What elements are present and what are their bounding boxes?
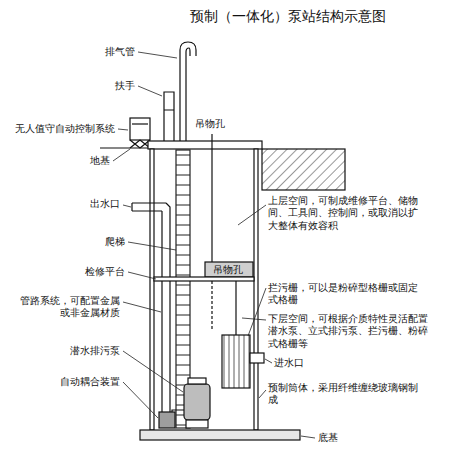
leader-line (128, 272, 156, 279)
note-label: 管路系统，可配置金属或非金属材质 (15, 295, 120, 320)
leader-line (301, 436, 315, 438)
leader-line (238, 205, 266, 225)
leader-line (259, 390, 266, 398)
ground-line (100, 147, 150, 148)
leader-line (138, 86, 162, 96)
part-label: 潜水排污泵 (55, 345, 120, 357)
control-cabinet (130, 118, 150, 140)
tank-wall (150, 149, 154, 430)
leader-line (118, 129, 128, 130)
part-label: 吊物孔 (213, 264, 251, 276)
leader-line (128, 242, 176, 250)
lifting-rod (211, 134, 212, 262)
tank-wall (254, 149, 258, 430)
earth-block (262, 149, 345, 190)
leader-line (113, 149, 130, 161)
part-label: 进水口 (274, 357, 324, 369)
auto-coupling (159, 412, 175, 428)
handrail (164, 92, 174, 141)
outlet-pipe (131, 203, 132, 211)
lifting-chain (211, 281, 212, 330)
part-label: 无人值守自动控制系统 (10, 123, 115, 135)
outlet-pipe (132, 203, 170, 412)
leader-line (123, 382, 158, 418)
part-label: 自动耦合装置 (45, 376, 120, 388)
pump-handle (188, 378, 206, 384)
part-label: 排气管 (95, 46, 135, 58)
note-label: 拦污栅，可以是粉碎型格栅或固定式格栅 (268, 282, 418, 307)
note-label: 预制筒体，采用纤维缠绕玻璃钢制成 (268, 382, 423, 407)
part-label: 地基 (80, 155, 110, 167)
screen-basket (222, 335, 250, 388)
diagram-title: 预制（一体化）泵站结构示意图 (190, 8, 386, 26)
inlet-pipe (250, 353, 264, 363)
leader-line (123, 351, 183, 392)
note-label: 下层空间，可根据介质特性灵活配置潜水泵、立式排污泵、拦污栅、粉碎式格栅等 (268, 313, 428, 350)
pump-stand (186, 420, 208, 428)
part-label: 检修平台 (70, 266, 125, 278)
leader-line (265, 359, 272, 363)
tank-cover (148, 141, 262, 149)
platform-hatch (205, 262, 253, 277)
leader-line (123, 302, 161, 312)
leader-line (138, 52, 177, 58)
cabinet-detail (132, 123, 148, 124)
maintenance-platform (154, 277, 254, 281)
exhaust-pipe (180, 42, 196, 141)
submersible-pump (184, 384, 210, 420)
part-label: 出水口 (80, 198, 120, 210)
part-label: 底基 (318, 432, 358, 444)
basket-guide (235, 281, 236, 335)
note-label: 上层空间，可制成维修平台、储物间、工具间、控制间，或取消以扩大整体有效容积 (268, 195, 418, 232)
part-label: 扶手 (100, 80, 135, 92)
part-label: 吊物孔 (195, 118, 235, 130)
leader-line (248, 288, 266, 336)
leader-line (123, 205, 131, 207)
part-label: 爬梯 (95, 236, 125, 248)
cabinet-stand (130, 140, 150, 148)
base-slab (140, 430, 300, 440)
leader-line (242, 318, 266, 320)
